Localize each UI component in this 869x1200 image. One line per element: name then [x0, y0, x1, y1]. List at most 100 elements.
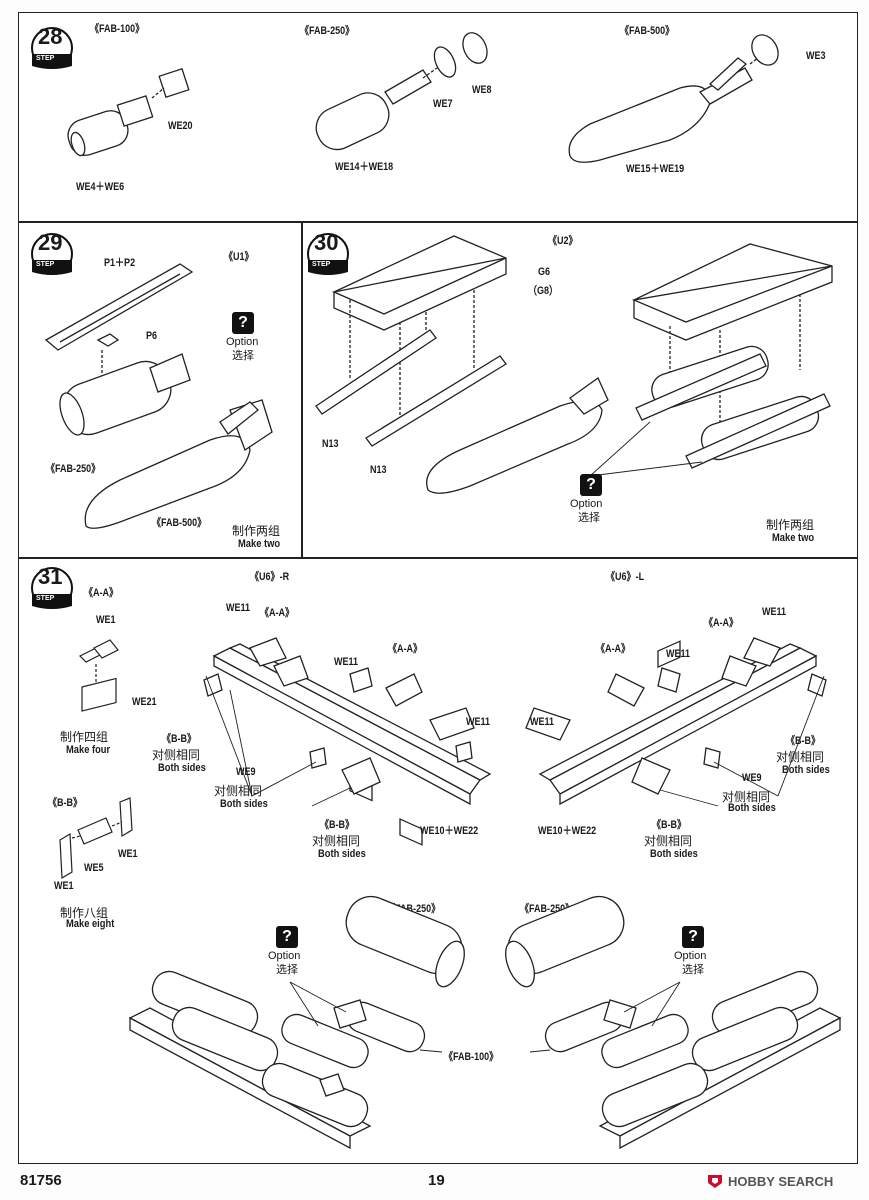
- u6r-aa-b-label: 《A-A》: [388, 643, 423, 655]
- bottom-fab100-label: 《FAB-100》: [444, 1051, 499, 1063]
- u6l-both-c-cn: 对侧相同: [644, 834, 693, 848]
- u6r-bb-b-label: 《B-B》: [320, 819, 355, 831]
- we3-label: WE3: [806, 50, 826, 62]
- u6l-both-c-en: Both sides: [650, 848, 698, 860]
- bottom-right-option-cn: 选择: [682, 964, 704, 976]
- we4we6-label: WE4＋WE6: [76, 181, 125, 193]
- bb-title: 《B-B》: [48, 797, 83, 809]
- aa-title: 《A-A》: [84, 587, 119, 599]
- bb-we1-left-label: WE1: [54, 880, 74, 892]
- step-29-make-two-en: Make two: [238, 538, 281, 550]
- u6r-aa-a-label: 《A-A》: [260, 607, 295, 619]
- u6r-title: 《U6》-R: [250, 571, 290, 583]
- u6r-both-b-en: Both sides: [220, 798, 268, 810]
- n13b-label: N13: [370, 464, 387, 476]
- step-29-option-question-icon: ?: [232, 312, 254, 334]
- fab500-title: 《FAB-500》: [620, 25, 675, 37]
- u6r-we10we22-label: WE10＋WE22: [420, 825, 479, 837]
- u6l-we11-a-label: WE11: [762, 606, 787, 618]
- step-29-drawing: [44, 263, 273, 529]
- step-28-number: 28: [38, 24, 63, 49]
- step-31-number: 31: [38, 564, 63, 589]
- we15we19-label: WE15＋WE19: [626, 163, 685, 175]
- aa-we1-label: WE1: [96, 614, 116, 626]
- u6r-both-c-en: Both sides: [318, 848, 366, 860]
- step-30-left-drawing: [315, 235, 609, 494]
- u1-label: 《U1》: [224, 251, 254, 263]
- we8-label: WE8: [472, 84, 492, 96]
- step-31-word: STEP: [36, 595, 55, 602]
- step-29-option-cn: 选择: [232, 350, 254, 362]
- g8-label: （G8）: [528, 285, 559, 297]
- we7-label: WE7: [433, 98, 453, 110]
- u6l-both-b-en: Both sides: [728, 802, 776, 814]
- fab250-title: 《FAB-250》: [300, 25, 355, 37]
- u6r-we11-b-label: WE11: [334, 656, 359, 668]
- p1p2-label: P1＋P2: [104, 257, 136, 269]
- aa-subassembly-drawing: [78, 639, 119, 712]
- step-30-make-two-en: Make two: [772, 532, 815, 544]
- step-29-make-two-cn: 制作两组: [232, 524, 281, 538]
- step-29-fab250-label: 《FAB-250》: [46, 463, 101, 475]
- u6r-both-a-en: Both sides: [158, 762, 206, 774]
- step-30-right-drawing: [589, 243, 833, 477]
- step-29-fab500-label: 《FAB-500》: [152, 517, 207, 529]
- u6l-both-b-cn: 对侧相同: [722, 790, 771, 804]
- step-30-option-label: Option: [570, 498, 603, 510]
- we20-label: WE20: [168, 120, 193, 132]
- u6l-aa-b-label: 《A-A》: [596, 643, 631, 655]
- u6l-both-a-cn: 对侧相同: [776, 750, 825, 764]
- product-code: 81756: [20, 1172, 62, 1189]
- bottom-left-option-cn: 选择: [276, 964, 298, 976]
- g6-label: G6: [538, 266, 551, 278]
- u6l-bb-b-label: 《B-B》: [652, 819, 687, 831]
- u6l-bb-a-label: 《B-B》: [786, 735, 821, 747]
- step-29-option-label: Option: [226, 336, 259, 348]
- fab100-drawing: [67, 68, 190, 157]
- u6r-both-a-cn: 对侧相同: [152, 748, 201, 762]
- step-28-word: STEP: [36, 55, 55, 62]
- u6l-we11-b-label: WE11: [666, 648, 691, 660]
- bb-subassembly-drawing: [59, 797, 133, 880]
- u6r-rack-drawing: [203, 637, 492, 846]
- u2-label: 《U2》: [548, 235, 578, 247]
- u6r-we11-a-label: WE11: [226, 602, 251, 614]
- page-number: 19: [428, 1172, 445, 1189]
- bottom-right-rack-drawing: [505, 895, 842, 1150]
- u6l-aa-a-label: 《A-A》: [704, 617, 739, 629]
- step-30-option-question-icon: ?: [580, 474, 602, 496]
- hobby-search-logo-icon: [708, 1175, 722, 1188]
- step-30-word: STEP: [312, 261, 331, 268]
- p6-label: P6: [146, 330, 158, 342]
- u6l-title: 《U6》-L: [606, 571, 645, 583]
- step-30-number: 30: [314, 230, 339, 255]
- u6l-rack-drawing: [525, 637, 827, 807]
- watermark-text: HOBBY SEARCH: [728, 1174, 834, 1189]
- we21-label: WE21: [132, 696, 157, 708]
- bottom-right-option-question-icon: ?: [682, 926, 704, 948]
- we5-label: WE5: [84, 862, 104, 874]
- step-29-number: 29: [38, 230, 63, 255]
- make-eight-en: Make eight: [66, 918, 115, 930]
- step-30-badge: [307, 233, 349, 275]
- make-four-cn: 制作四组: [60, 730, 109, 744]
- u6l-we11-c-label: WE11: [530, 716, 555, 728]
- u6r-both-b-cn: 对侧相同: [214, 784, 263, 798]
- bottom-right-option-label: Option: [674, 950, 707, 962]
- n13a-label: N13: [322, 438, 339, 450]
- step-29-word: STEP: [36, 261, 55, 268]
- step-30-make-two-cn: 制作两组: [766, 518, 815, 532]
- bottom-left-option-question-icon: ?: [276, 926, 298, 948]
- u6l-we9-label: WE9: [742, 772, 762, 784]
- bottom-left-rack-drawing: [128, 895, 465, 1150]
- u6r-bb-a-label: 《B-B》: [162, 733, 197, 745]
- make-four-en: Make four: [66, 744, 111, 756]
- we14we18-label: WE14＋WE18: [335, 161, 394, 173]
- bottom-left-option-label: Option: [268, 950, 301, 962]
- step-30-option-cn: 选择: [578, 512, 600, 524]
- step-28-badge: [31, 27, 73, 69]
- u6r-both-c-cn: 对侧相同: [312, 834, 361, 848]
- u6l-we10we22-label: WE10＋WE22: [538, 825, 597, 837]
- fab500-drawing: [568, 34, 779, 163]
